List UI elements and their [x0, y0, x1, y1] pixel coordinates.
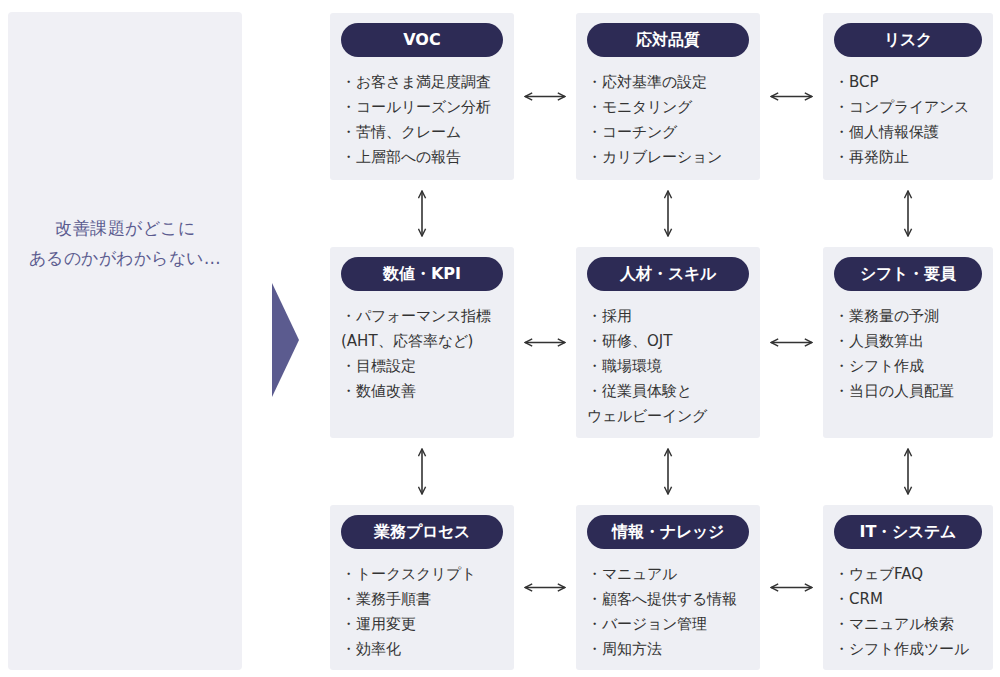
topic-label: 応対品質: [587, 23, 749, 57]
bullet-item: ・コールリーズン分析: [341, 95, 508, 120]
bullet-item: ・ウェブFAQ: [834, 562, 987, 587]
topic-header: 応対品質: [587, 23, 749, 57]
topic-label: 人材・スキル: [587, 257, 749, 291]
bullet-item: ・人員数算出: [834, 329, 987, 354]
bullet-item: ・マニュアル検索: [834, 612, 987, 637]
bullet-item: ・当日の人員配置: [834, 379, 987, 404]
bullet-item: ・マニュアル: [587, 562, 754, 587]
bullet-item: ・モニタリング: [587, 95, 754, 120]
topic-label: VOC: [341, 23, 503, 57]
bullet-item: ・CRM: [834, 587, 987, 612]
topic-header: IT・システム: [834, 515, 982, 549]
bullet-item: ・従業員体験と ウェルビーイング: [587, 379, 754, 429]
bidirectional-arrow: [525, 96, 565, 98]
bidirectional-arrow: [525, 587, 565, 589]
topic-box: ・パフォーマンス指標 (AHT、応答率など)・目標設定・数値改善 数値・KPI: [330, 247, 514, 438]
bidirectional-arrow: [907, 191, 909, 236]
bullet-item: ・目標設定: [341, 354, 508, 379]
bullet-item: ・コンプライアンス: [834, 95, 987, 120]
topic-box: ・BCP・コンプライアンス・個人情報保護・再発防止 リスク: [823, 13, 993, 180]
topic-box: ・お客さま満足度調査・コールリーズン分析・苦情、クレーム・上層部への報告 VOC: [330, 13, 514, 180]
bullet-item: ・個人情報保護: [834, 120, 987, 145]
topic-box: ・業務量の予測・人員数算出・シフト作成・当日の人員配置 シフト・要員: [823, 247, 993, 438]
bullet-item: ・業務量の予測: [834, 304, 987, 329]
bidirectional-arrow: [525, 342, 565, 344]
pointer-triangle: [272, 283, 299, 397]
topic-header: 数値・KPI: [341, 257, 503, 291]
topic-box: ・マニュアル・顧客へ提供する情報・バージョン管理・周知方法 情報・ナレッジ: [576, 505, 760, 670]
bullet-item: ・BCP: [834, 70, 987, 95]
topic-header: 情報・ナレッジ: [587, 515, 749, 549]
topic-box: ・採用・研修、OJT・職場環境・従業員体験と ウェルビーイング 人材・スキル: [576, 247, 760, 438]
bullet-item: ・お客さま満足度調査: [341, 70, 508, 95]
bullet-item: ・顧客へ提供する情報: [587, 587, 754, 612]
bullet-item: ・職場環境: [587, 354, 754, 379]
bullet-item: ・上層部への報告: [341, 145, 508, 170]
bidirectional-arrow: [421, 191, 423, 236]
bullet-item: ・カリブレーション: [587, 145, 754, 170]
bullet-item: ・業務手順書: [341, 587, 508, 612]
topic-header: 業務プロセス: [341, 515, 503, 549]
topic-header: リスク: [834, 23, 982, 57]
problem-panel: 改善課題がどこに あるのかがわからない…: [8, 12, 242, 670]
topic-label: IT・システム: [834, 515, 982, 549]
bullet-item: ・シフト作成: [834, 354, 987, 379]
topic-label: シフト・要員: [834, 257, 982, 291]
topic-label: 数値・KPI: [341, 257, 503, 291]
bullet-item: ・バージョン管理: [587, 612, 754, 637]
bullet-item: ・周知方法: [587, 637, 754, 662]
bullet-item: ・研修、OJT: [587, 329, 754, 354]
topic-box: ・応対基準の設定・モニタリング・コーチング・カリブレーション 応対品質: [576, 13, 760, 180]
topic-header: シフト・要員: [834, 257, 982, 291]
problem-text: 改善課題がどこに あるのかがわからない…: [22, 213, 228, 273]
bullet-item: ・苦情、クレーム: [341, 120, 508, 145]
bidirectional-arrow: [667, 449, 669, 494]
bullet-item: ・コーチング: [587, 120, 754, 145]
bullet-item: ・運用変更: [341, 612, 508, 637]
bidirectional-arrow: [421, 449, 423, 494]
bidirectional-arrow: [771, 96, 812, 98]
bullet-item: ・採用: [587, 304, 754, 329]
bidirectional-arrow: [771, 587, 812, 589]
bullet-item: ・再発防止: [834, 145, 987, 170]
topic-label: 情報・ナレッジ: [587, 515, 749, 549]
bullet-item: ・数値改善: [341, 379, 508, 404]
topic-box: ・トークスクリプト・業務手順書・運用変更・効率化 業務プロセス: [330, 505, 514, 670]
topic-label: 業務プロセス: [341, 515, 503, 549]
bullet-item: ・効率化: [341, 637, 508, 662]
bullet-item: ・応対基準の設定: [587, 70, 754, 95]
topic-label: リスク: [834, 23, 982, 57]
topic-header: VOC: [341, 23, 503, 57]
bullet-item: ・シフト作成ツール: [834, 637, 987, 662]
topic-header: 人材・スキル: [587, 257, 749, 291]
bidirectional-arrow: [667, 191, 669, 236]
bidirectional-arrow: [771, 342, 812, 344]
bullet-item: ・トークスクリプト: [341, 562, 508, 587]
bullet-item: ・パフォーマンス指標 (AHT、応答率など): [341, 304, 508, 354]
topic-box: ・ウェブFAQ・CRM・マニュアル検索・シフト作成ツール IT・システム: [823, 505, 993, 670]
bidirectional-arrow: [907, 449, 909, 494]
